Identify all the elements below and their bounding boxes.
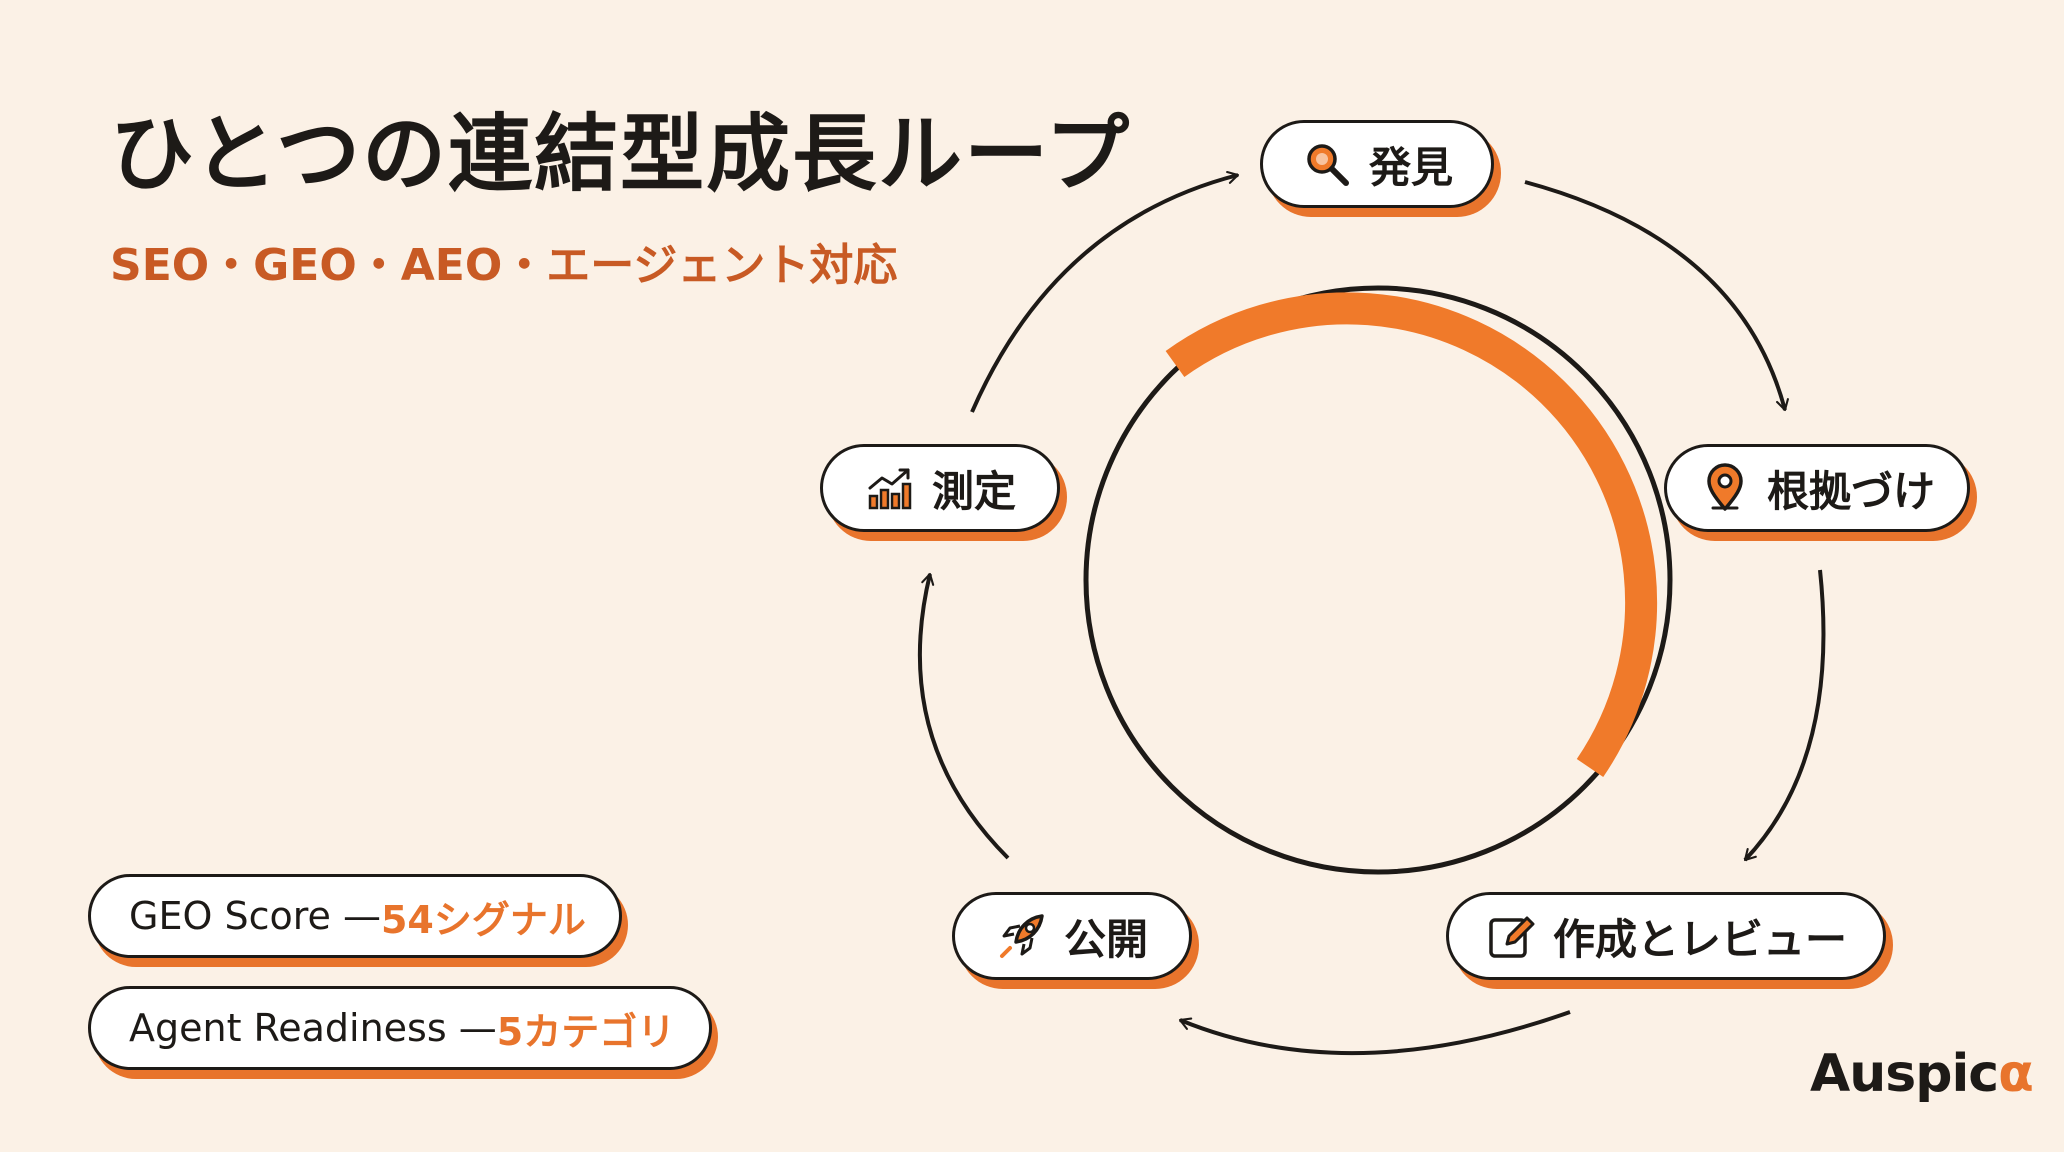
step-label: 公開 bbox=[1063, 914, 1148, 964]
map-pin-icon bbox=[1699, 462, 1751, 514]
step-label: 発見 bbox=[1368, 142, 1453, 192]
step-measure: 測定 bbox=[820, 444, 1060, 532]
stat-value: 54シグナル bbox=[380, 897, 586, 942]
logo-text: Auspic bbox=[1810, 1044, 1999, 1104]
loop-progress-arc bbox=[1165, 292, 1658, 777]
step-discover: 発見 bbox=[1260, 120, 1494, 208]
agent-readiness-badge: Agent Readiness — 5カテゴリ bbox=[88, 986, 712, 1070]
magnifier-icon bbox=[1301, 138, 1353, 190]
geo-score-badge: GEO Score — 54シグナル bbox=[88, 874, 622, 958]
growth-chart-icon bbox=[864, 462, 916, 514]
step-label: 作成とレビュー bbox=[1552, 914, 1847, 964]
arrow-publish-to-measure bbox=[917, 572, 1010, 860]
step-publish: 公開 bbox=[952, 892, 1192, 980]
arrow-create-to-publish bbox=[1178, 1010, 1571, 1056]
arrow-measure-to-discover bbox=[970, 170, 1240, 413]
edit-document-icon bbox=[1485, 910, 1537, 962]
rocket-icon bbox=[996, 910, 1048, 962]
stat-label: GEO Score — bbox=[129, 894, 381, 938]
step-label: 根拠づけ bbox=[1766, 466, 1935, 516]
stat-value: 5カテゴリ bbox=[496, 1009, 676, 1054]
loop-inner-circle bbox=[1083, 285, 1673, 875]
arrow-grounding-to-create bbox=[1743, 569, 1826, 862]
step-label: 測定 bbox=[931, 466, 1016, 516]
step-grounding: 根拠づけ bbox=[1664, 444, 1970, 532]
logo-mark: α bbox=[1998, 1044, 2034, 1104]
stat-label: Agent Readiness — bbox=[129, 1006, 497, 1050]
arrow-discover-to-grounding bbox=[1524, 180, 1789, 412]
step-create-review: 作成とレビュー bbox=[1446, 892, 1886, 980]
page-title: ひとつの連結型成長ループ bbox=[110, 105, 1132, 203]
page-subtitle: SEO・GEO・AEO・エージェント対応 bbox=[110, 240, 898, 291]
